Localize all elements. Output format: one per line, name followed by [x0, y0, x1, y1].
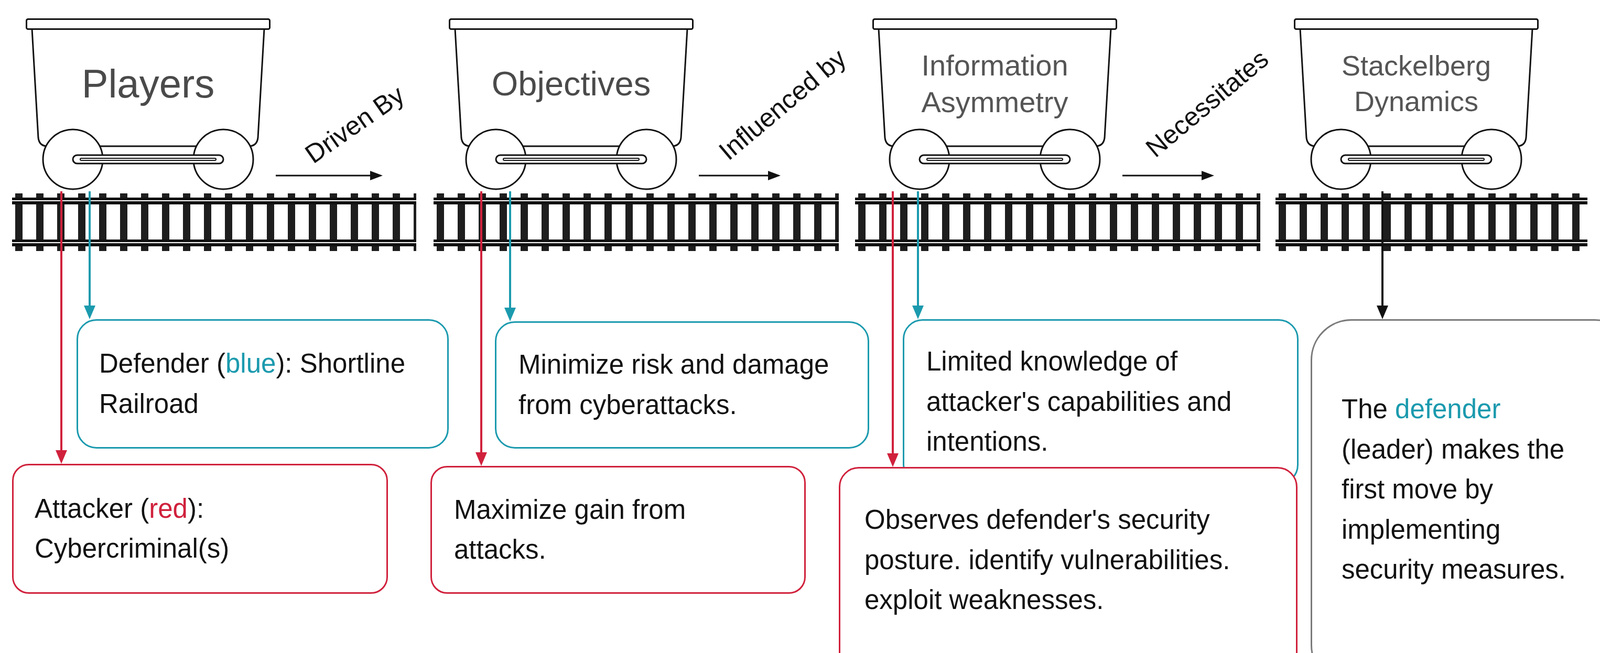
box-text: Minimize risk and damage from cyberattac… — [518, 344, 858, 426]
cart-title: Information Asymmetry — [911, 47, 1079, 121]
mine-cart: Objectives — [448, 18, 694, 192]
connector-arrow — [1122, 170, 1215, 181]
connector-arrow — [504, 191, 516, 322]
cart-title-area: Information Asymmetry — [872, 29, 1118, 138]
mine-cart: Stackelberg Dynamics — [1293, 18, 1539, 192]
connector-arrow — [55, 191, 68, 464]
track-segment — [433, 193, 839, 252]
cart-title-area: Stackelberg Dynamics — [1293, 29, 1539, 138]
highlight-word: blue — [225, 348, 276, 379]
cart-title-area: Players — [25, 29, 271, 138]
edge-label: Necessitates — [1138, 42, 1277, 165]
cart-title: Objectives — [491, 62, 651, 105]
connector-arrow — [698, 170, 781, 181]
info-box: Maximize gain from attacks. — [430, 466, 806, 594]
cart-outline — [448, 18, 694, 192]
mine-cart: Players — [25, 18, 271, 192]
cart-title: Stackelberg Dynamics — [1330, 48, 1504, 120]
info-box: Limited knowledge of attacker's capabili… — [902, 319, 1299, 485]
connector-arrow — [1376, 191, 1389, 320]
connector-arrow — [83, 191, 96, 320]
highlight-word: defender — [1395, 394, 1501, 425]
highlight-word: red — [148, 493, 188, 524]
box-text: Maximize gain from attacks. — [453, 490, 727, 571]
mine-cart: Information Asymmetry — [872, 18, 1118, 192]
edge-label: Driven By — [297, 78, 412, 171]
track-segment — [855, 193, 1261, 252]
box-text: Observes defender's security posture. id… — [864, 500, 1274, 621]
cart-title: Players — [81, 58, 215, 109]
info-box: The defender (leader) makes the first mo… — [1310, 319, 1600, 653]
connector-arrow — [887, 191, 899, 468]
info-box: Observes defender's security posture. id… — [838, 467, 1298, 653]
track-segment — [12, 193, 417, 252]
box-text: Defender (blue): Shortline Railroad — [99, 343, 437, 425]
cart-title-area: Objectives — [448, 29, 694, 138]
connector-arrow — [475, 191, 488, 467]
connector-arrow — [912, 191, 924, 320]
box-text: The defender (leader) makes the first mo… — [1341, 389, 1588, 591]
info-box: Minimize risk and damage from cyberattac… — [494, 321, 870, 449]
connector-arrow — [275, 170, 383, 181]
info-box: Attacker (red): Cybercriminal(s) — [12, 463, 388, 594]
box-text: Limited knowledge of attacker's capabili… — [926, 341, 1262, 463]
info-box: Defender (blue): Shortline Railroad — [76, 319, 449, 449]
box-text: Attacker (red): Cybercriminal(s) — [34, 489, 329, 570]
edge-label: Influenced by — [711, 41, 854, 168]
track-segment — [1275, 193, 1588, 252]
